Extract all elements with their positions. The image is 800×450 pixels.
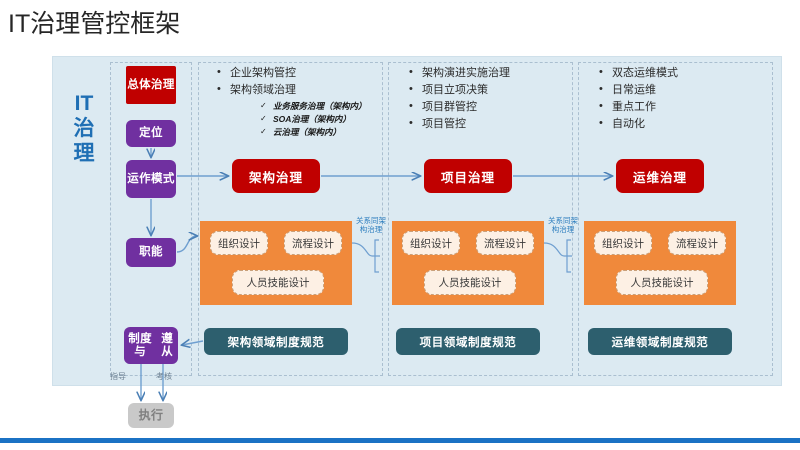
capability-process-design[interactable]: 流程设计 [476, 231, 534, 255]
policy-box-project[interactable]: 项目领域制度规范 [396, 328, 540, 355]
bottom-accent-bar [0, 438, 800, 443]
bullet-item: 双态运维模式 [598, 65, 768, 82]
stage-positioning[interactable]: 定位 [126, 120, 176, 147]
it-governance-label-line-3: 理 [73, 141, 95, 165]
bullet-item: 项目立项决策 [408, 82, 578, 99]
sub-bullet-item: 云治理（架构内） [260, 126, 386, 139]
stage-execution-label: 执行 [138, 407, 164, 422]
bullet-item: 日常运维 [598, 82, 768, 99]
bullet-item: 项目管控 [408, 116, 578, 133]
stage-operating-model[interactable]: 运作 模式 [126, 160, 176, 198]
stage-functions-label: 职能 [139, 246, 163, 259]
relation-note-project: 关系同架构治理 [356, 216, 386, 234]
stage-policy-compliance[interactable]: 制度与 遵从 [124, 327, 178, 364]
stage-positioning-label: 定位 [139, 127, 163, 140]
region-architecture-governance [198, 62, 383, 376]
policy-box-architecture[interactable]: 架构领域制度规范 [204, 328, 348, 355]
capability-process-design[interactable]: 流程设计 [284, 231, 342, 255]
bullet-item: 自动化 [598, 116, 768, 133]
capability-process-design[interactable]: 流程设计 [668, 231, 726, 255]
capability-org-design[interactable]: 组织设计 [402, 231, 460, 255]
capability-org-design[interactable]: 组织设计 [594, 231, 652, 255]
bullet-item: 架构演进实施治理 [408, 65, 578, 82]
capability-org-design[interactable]: 组织设计 [210, 231, 268, 255]
region-project-governance [388, 62, 573, 376]
bullets-operations: 双态运维模式 日常运维 重点工作 自动化 [598, 65, 768, 134]
bullets-architecture: 企业架构管控 架构领域治理 业务服务治理（架构内） SOA治理（架构内） 云治理… [216, 65, 386, 140]
capability-panel-operations: 组织设计 流程设计 人员技能设计 [584, 221, 736, 305]
domain-box-architecture-governance[interactable]: 架构治理 [232, 159, 320, 193]
sub-bullet-item: 业务服务治理（架构内） [260, 100, 386, 113]
capability-skill-design[interactable]: 人员技能设计 [616, 270, 708, 295]
bullets-project: 架构演进实施治理 项目立项决策 项目群管控 项目管控 [408, 65, 578, 134]
stage-operating-model-line-1: 运作 [127, 172, 151, 185]
stage-overall-line-2: 治理 [151, 78, 175, 91]
bullet-item: 重点工作 [598, 99, 768, 116]
stage-functions[interactable]: 职能 [126, 238, 176, 267]
capability-skill-design[interactable]: 人员技能设计 [232, 270, 324, 295]
it-governance-label: IT 治 理 [62, 92, 106, 166]
region-governance-stages [110, 62, 192, 376]
sub-bullet-item: SOA治理（架构内） [260, 113, 386, 126]
bullet-text: 架构领域治理 [230, 83, 296, 96]
it-governance-label-line-1: IT [74, 92, 94, 115]
stage-policy-line-2: 遵从 [161, 332, 174, 358]
policy-box-operations[interactable]: 运维领域制度规范 [588, 328, 732, 355]
flow-label-guide: 指导 [110, 372, 126, 381]
domain-box-operations-governance[interactable]: 运维治理 [616, 159, 704, 193]
capability-panel-architecture: 组织设计 流程设计 人员技能设计 [200, 221, 352, 305]
bullet-item: 项目群管控 [408, 99, 578, 116]
region-operations-governance [578, 62, 773, 376]
stage-overall-line-1: 总体 [127, 78, 151, 91]
bullet-item: 架构领域治理 业务服务治理（架构内） SOA治理（架构内） 云治理（架构内） [216, 82, 386, 139]
domain-box-project-governance[interactable]: 项目治理 [424, 159, 512, 193]
capability-skill-design[interactable]: 人员技能设计 [424, 270, 516, 295]
bullet-text: 企业架构管控 [230, 67, 296, 79]
stage-operating-model-line-2: 模式 [151, 172, 175, 185]
stage-execution[interactable]: 执行 [128, 403, 174, 428]
stage-overall-governance[interactable]: 总体 治理 [126, 66, 176, 104]
page-title: IT治理管控框架 [8, 10, 181, 38]
it-governance-label-line-2: 治 [73, 116, 95, 140]
relation-note-operations: 关系同架构治理 [548, 216, 578, 234]
flow-label-assess: 考核 [156, 372, 172, 381]
capability-panel-project: 组织设计 流程设计 人员技能设计 [392, 221, 544, 305]
stage-policy-line-1: 制度与 [128, 332, 153, 358]
bullet-item: 企业架构管控 [216, 65, 386, 82]
